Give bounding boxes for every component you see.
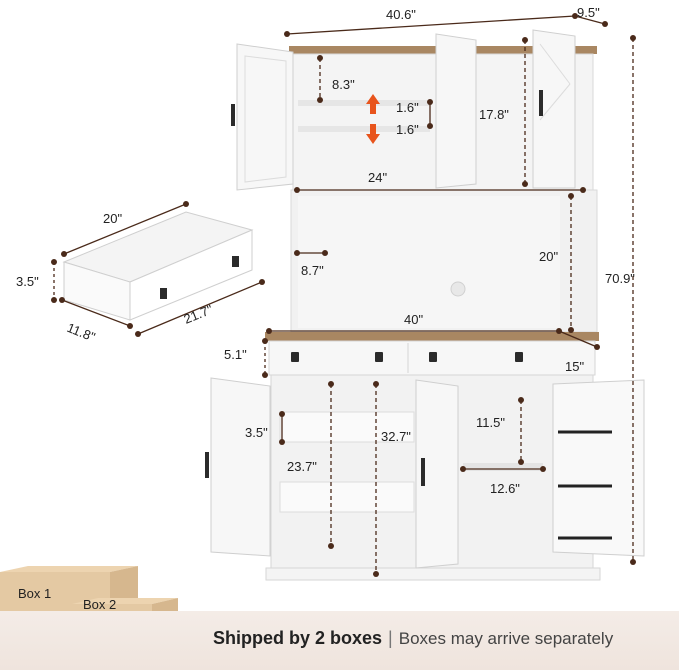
box-1-label: Box 1 — [18, 586, 51, 601]
arrow-down-icon — [366, 124, 380, 144]
label-base-left-height: 23.7" — [287, 459, 317, 474]
door-handle-upper-left — [231, 104, 235, 126]
drawer-knob-1 — [291, 352, 299, 362]
label-counter-depth: 15" — [565, 359, 584, 374]
label-base-inner-height: 32.7" — [381, 429, 411, 444]
label-drawer-width: 20" — [103, 211, 122, 226]
drawer-knob-2 — [375, 352, 383, 362]
upper-shelf-1 — [298, 100, 430, 106]
base-middle-door — [415, 379, 459, 569]
upper-left-door — [236, 43, 294, 191]
base-cabinet — [205, 332, 645, 581]
shipping-banner: Shipped by 2 boxes| Boxes may arrive sepa… — [0, 611, 679, 670]
drawer-illustration — [62, 211, 254, 321]
label-counter-width: 40" — [404, 312, 423, 327]
box-2 — [72, 604, 152, 611]
label-hutch-side-gap: 8.7" — [301, 263, 324, 278]
label-shelf-adjust-up: 1.6" — [396, 100, 419, 115]
label-door-height: 17.8" — [479, 107, 509, 122]
arrow-up-icon — [366, 94, 380, 114]
box-2-label: Box 2 — [83, 597, 116, 611]
upper-shelf-2 — [298, 126, 430, 132]
base-right-door — [552, 379, 645, 557]
base-pullout-lower — [279, 481, 415, 513]
label-spice-shelf-gap: 11.5" — [476, 415, 505, 430]
cable-hole — [450, 281, 466, 297]
shipping-separator: | — [388, 628, 393, 648]
label-top-width: 40.6" — [386, 7, 416, 22]
shipping-note-text: Boxes may arrive separately — [398, 629, 614, 648]
drawer-knob-left — [160, 288, 167, 299]
shipping-banner-text: Shipped by 2 boxes| Boxes may arrive sepa… — [213, 628, 613, 649]
upper-middle-door — [435, 33, 477, 189]
label-drawer-length: 21.7" — [182, 302, 216, 327]
door-handle-upper-right — [539, 90, 543, 116]
label-upper-inner-width: 24" — [368, 170, 387, 185]
label-base-shelf-offset: 3.5" — [245, 425, 268, 440]
drawer-knob-3 — [429, 352, 437, 362]
label-drawer-height-front: 5.1" — [224, 347, 247, 362]
counter-wood-top — [265, 332, 599, 341]
base-left-door — [210, 377, 271, 557]
base-pullout-upper — [279, 411, 415, 443]
shipping-main-text: Shipped by 2 boxes — [213, 628, 383, 648]
label-total-height: 70.9" — [605, 271, 635, 286]
label-drawer-depth: 11.8" — [65, 320, 98, 345]
label-hutch-opening-height: 20" — [539, 249, 558, 264]
label-shelf-gap: 8.3" — [332, 77, 355, 92]
base-kickplate — [265, 567, 601, 581]
adjust-arrows — [366, 94, 380, 144]
hutch-upper — [231, 29, 597, 191]
label-top-depth: 9.5" — [577, 5, 600, 20]
drawer-knob-4 — [515, 352, 523, 362]
shipping-boxes — [0, 566, 178, 611]
drawer-knob-right — [232, 256, 239, 267]
product-dimension-diagram: 40.6" 9.5" 8.3" 1.6" 1.6" 17.8" 24" 70.9… — [0, 5, 645, 611]
dimension-lines — [51, 13, 636, 577]
label-spice-shelf-width: 12.6" — [490, 481, 520, 496]
base-right-shelf — [463, 463, 543, 471]
label-drawer-height: 3.5" — [16, 274, 39, 289]
hutch-open-area — [290, 189, 598, 333]
door-handle-base-middle — [421, 458, 425, 486]
label-shelf-adjust-down: 1.6" — [396, 122, 419, 137]
door-handle-base-left — [205, 452, 209, 478]
